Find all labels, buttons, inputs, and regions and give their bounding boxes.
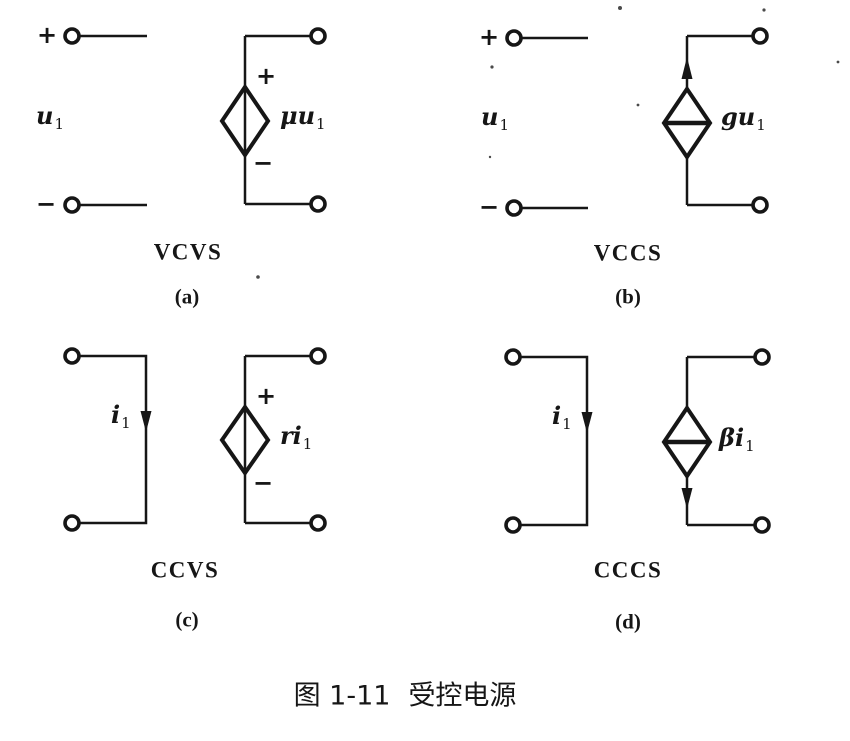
input-minus-sign: − [478,193,500,222]
label-subscript: 1 [745,437,755,455]
label-base: gu [721,102,756,131]
label-subscript: 1 [302,435,313,453]
label-base: i [552,401,562,430]
terminal [505,199,523,217]
input-minus-sign: − [35,190,57,219]
terminal [309,27,327,45]
label-base: u [36,101,54,130]
controlling-current-label: i1 [552,404,572,432]
scan-dot [618,6,622,10]
terminal [504,516,522,534]
terminal [753,516,771,534]
label-subscript: 1 [316,115,326,133]
scan-dot [256,275,260,279]
current-source-diamond [661,404,713,480]
source-plus-sign: + [255,62,277,91]
controlled-source-label: ri1 [280,424,312,452]
terminal [505,29,523,47]
ccvs-circuit [63,347,327,532]
scan-dot [836,60,840,64]
voltage-source-diamond [219,403,271,477]
terminal [751,27,769,45]
wire [520,355,589,527]
controlling-voltage-label: u1 [481,105,509,133]
voltage-source-diamond [219,83,271,159]
vccs-circuit [505,27,769,217]
source-minus-sign: − [252,469,274,498]
figure-number: 图 1-11 [293,680,391,712]
label-base: i [111,400,121,429]
label-subscript: 1 [499,116,509,134]
terminal [63,514,81,532]
terminal [63,196,81,214]
scan-dot [762,8,766,12]
label-subscript: 1 [121,414,131,432]
panel-index-a: (a) [174,284,200,309]
panel-type-label-vcvs: VCVS [153,239,223,265]
label-subscript: 1 [562,415,572,433]
figure-caption: 图 1-11 受控电源 [294,674,517,713]
source-minus-sign: − [252,149,274,178]
label-base: μu [280,101,316,130]
figure-title: 受控电源 [408,680,517,712]
label-base: βi [719,423,745,452]
controlled-source-label: gu1 [721,105,766,133]
terminal [63,347,81,365]
panel-type-label-vccs: VCCS [593,240,663,266]
label-subscript: 1 [756,116,766,134]
panel-index-c: (c) [175,607,199,632]
panel-index-b: (b) [615,284,641,309]
panel-type-label-ccvs: CCVS [150,557,220,583]
terminal [309,347,327,365]
label-base: u [481,102,499,131]
controlling-voltage-label: u1 [36,104,64,132]
current-direction-arrow-icon [681,488,693,509]
terminal [309,195,327,213]
controlled-source-label: βi1 [719,426,755,454]
terminal [309,514,327,532]
terminal [504,348,522,366]
current-direction-arrow-icon [681,57,693,79]
source-plus-sign: + [255,382,277,411]
label-subscript: 1 [54,115,64,133]
scan-dot [490,65,494,69]
cccs-circuit [504,348,771,534]
vcvs-circuit [63,27,327,214]
label-base: ri [280,421,302,450]
terminal [63,27,81,45]
wire [79,354,148,525]
scan-artifacts [256,6,840,279]
current-direction-arrow-icon [140,411,152,432]
terminal [751,196,769,214]
controlling-current-label: i1 [111,403,131,431]
terminal [753,348,771,366]
input-plus-sign: + [478,23,500,52]
scan-dot [636,103,640,107]
current-direction-arrow-icon [581,412,593,433]
controlled-source-label: μu1 [280,104,326,132]
scan-dot [488,155,492,159]
input-plus-sign: + [36,21,58,50]
panel-index-d: (d) [615,609,641,634]
panel-type-label-cccs: CCCS [593,557,663,583]
current-source-diamond [661,85,713,161]
